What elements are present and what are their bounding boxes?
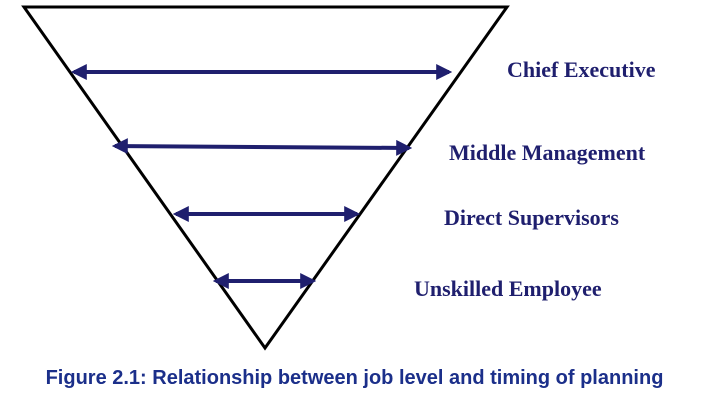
label-unskilled-employee: Unskilled Employee [414,276,602,301]
label-chief-executive: Chief Executive [507,57,656,82]
inverted-triangle-outline [21,5,510,351]
label-direct-supervisors: Direct Supervisors [444,205,619,230]
label-middle-management: Middle Management [449,140,646,165]
arrow-middle-management [111,138,413,156]
figure-caption: Figure 2.1: Relationship between job lev… [45,367,664,389]
